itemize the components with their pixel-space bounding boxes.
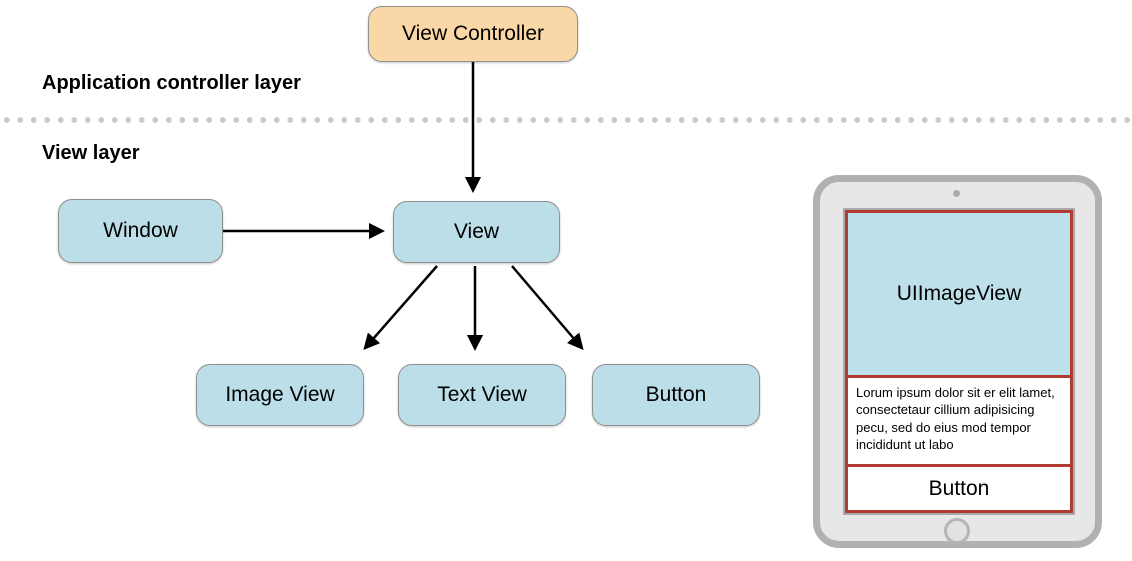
button-region: Button: [845, 464, 1073, 513]
layer-dotted-divider: [0, 117, 1132, 123]
node-view-controller: View Controller: [368, 6, 578, 62]
camera-dot-icon: [953, 190, 960, 197]
view-layer-label: View layer: [42, 142, 140, 164]
node-window: Window: [58, 199, 223, 263]
application-controller-layer-label: Application controller layer: [42, 72, 301, 94]
node-text-view: Text View: [398, 364, 566, 426]
node-image-view: Image View: [196, 364, 364, 426]
arrow-view-to-imageview: [363, 265, 438, 351]
home-button-icon: [944, 518, 970, 544]
uiimageview-region: UIImageView: [845, 210, 1073, 378]
ipad-device-frame: UIImageView Lorum ipsum dolor sit er eli…: [813, 175, 1102, 548]
node-button: Button: [592, 364, 760, 426]
textview-region: Lorum ipsum dolor sit er elit lamet, con…: [845, 375, 1073, 467]
arrow-view-to-button: [511, 265, 584, 351]
node-view: View: [393, 201, 560, 263]
device-screen: UIImageView Lorum ipsum dolor sit er eli…: [843, 208, 1075, 515]
